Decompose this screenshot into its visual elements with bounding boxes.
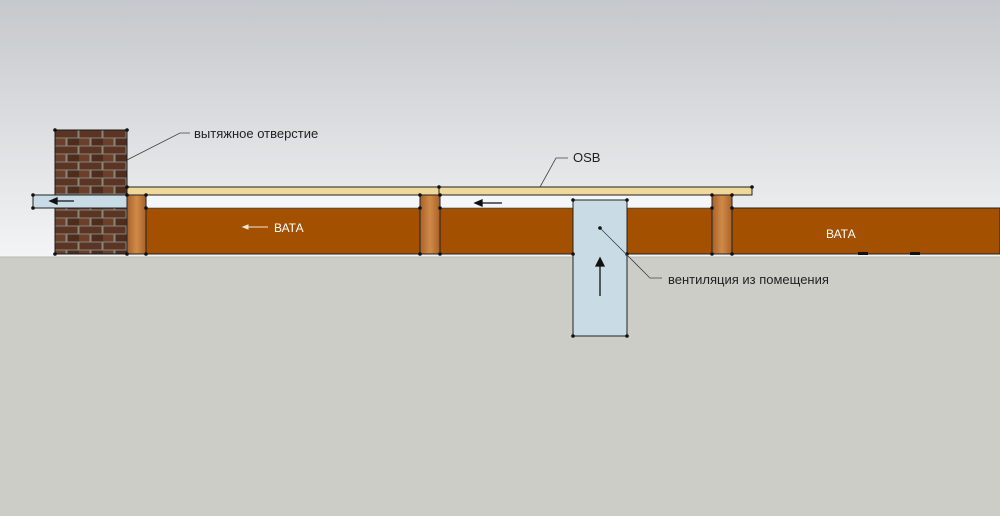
- joist: [419, 194, 441, 255]
- joist: [126, 194, 147, 255]
- leader-dot: [598, 226, 602, 230]
- exhaust-channel: [32, 194, 128, 209]
- wool-block: [439, 207, 574, 255]
- room-ventilation-label: вентиляция из помещения: [668, 272, 829, 287]
- airflow-arrow-wool: [241, 224, 268, 230]
- wool-label-right: ВАТА: [826, 227, 856, 241]
- wool-label-left: ВАТА: [274, 221, 304, 235]
- leader-lines: [126, 132, 662, 279]
- wool-block: [731, 207, 1000, 255]
- osb-label: OSB: [573, 150, 600, 165]
- vertex-markers: [31, 128, 920, 338]
- air-gap: [145, 194, 421, 209]
- wool-block: [145, 207, 421, 255]
- osb-board: [126, 186, 440, 196]
- airflow-arrow-gap: [473, 199, 502, 207]
- brick-wall: [54, 129, 128, 255]
- wool-block: [626, 207, 713, 255]
- airflow-arrow-up: [594, 256, 606, 296]
- exhaust-opening-label: вытяжное отверстие: [194, 126, 318, 141]
- joist: [711, 194, 733, 255]
- airflow-arrow-exhaust: [48, 197, 74, 205]
- osb-board: [438, 186, 753, 196]
- ground: [0, 257, 1000, 516]
